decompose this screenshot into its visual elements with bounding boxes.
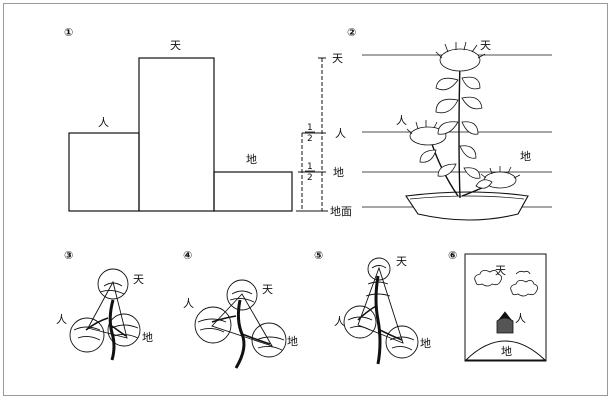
panel-6-heaven-person-earth: ⑥ 天 人 地 <box>448 249 547 362</box>
panel-4-chi-circle <box>251 322 287 358</box>
panel-2-chrysanthemum: ② 天 人 地 <box>347 26 552 221</box>
panel-3-chi-label: 地 <box>142 331 153 344</box>
panel-2-hito-label: 人 <box>396 114 407 127</box>
chrysanthemum-flowers <box>406 41 521 189</box>
panel-6-ten-label: 天 <box>495 264 506 277</box>
half-fraction-lower: 1 2 <box>305 162 315 183</box>
panel-4-number: ④ <box>183 249 192 262</box>
panel-4-hito-label: 人 <box>183 297 194 310</box>
panel-4-chi-label: 地 <box>287 335 298 348</box>
panel-6-frame <box>464 253 547 362</box>
panel-3-hito-circle <box>69 317 105 353</box>
panel-2-number: ② <box>347 26 356 39</box>
chi-block <box>213 171 293 212</box>
panel-6-hito-label: 人 <box>515 312 526 325</box>
panel-5-upright-pine: ⑤ 天 人 地 <box>314 249 431 365</box>
chi-block-label: 地 <box>246 153 257 166</box>
earth-mound <box>464 340 547 361</box>
scale-ten-label: 天 <box>332 52 343 65</box>
svg-text:2: 2 <box>307 173 313 183</box>
svg-text:2: 2 <box>307 134 313 144</box>
panel-5-chi-label: 地 <box>420 337 431 350</box>
scale-ground-label: 地面 <box>330 205 352 218</box>
panel-5-hito-circle <box>343 305 377 339</box>
ten-block-label: 天 <box>170 39 181 52</box>
panel-3-chi-circle <box>107 313 141 347</box>
panel-4-ten-label: 天 <box>262 283 273 296</box>
scale-chi-label: 地 <box>333 166 344 179</box>
ten-block <box>138 57 215 212</box>
panel-2-ten-label: 天 <box>480 39 491 52</box>
scale-hito-label: 人 <box>335 127 346 140</box>
clouds <box>474 270 538 297</box>
panel-5-chi-circle <box>385 325 419 359</box>
chrysanthemum-leaves <box>419 76 493 189</box>
panel-5-number: ⑤ <box>314 249 323 262</box>
panel-6-number: ⑥ <box>448 249 457 262</box>
vase <box>405 191 529 221</box>
person-figure <box>496 311 514 334</box>
panel-5-ten-label: 天 <box>396 255 407 268</box>
panel-3-ten-label: 天 <box>133 273 144 286</box>
panel-1-number: ① <box>64 26 73 39</box>
half-fraction-upper: 1 2 <box>305 123 315 144</box>
panel-3-number: ③ <box>64 249 73 262</box>
svg-text:1: 1 <box>307 123 313 133</box>
svg-text:1: 1 <box>307 162 313 172</box>
panel-2-chi-label: 地 <box>520 150 531 163</box>
panel-3-ten-circle <box>97 268 129 300</box>
hito-block <box>68 132 140 212</box>
panel-4-leaning-pine: ④ 天 人 地 <box>183 249 298 369</box>
panel-3-hito-label: 人 <box>56 313 67 326</box>
panel-1-height-scale: 天 人 地 地面 1 2 1 2 <box>296 52 352 218</box>
panel-4-ten-circle <box>226 279 258 311</box>
panel-1-proportion-blocks: ① 人 天 地 <box>64 26 293 212</box>
panel-3-pine-circles: ③ 天 人 地 <box>56 249 153 361</box>
panel-6-chi-label: 地 <box>501 345 512 358</box>
panel-5-ten-circle <box>367 257 391 281</box>
hito-block-label: 人 <box>98 116 109 129</box>
panel-5-hito-label: 人 <box>334 315 345 328</box>
panel-4-hito-circle <box>194 306 232 344</box>
panel-3-triangle <box>87 280 128 339</box>
